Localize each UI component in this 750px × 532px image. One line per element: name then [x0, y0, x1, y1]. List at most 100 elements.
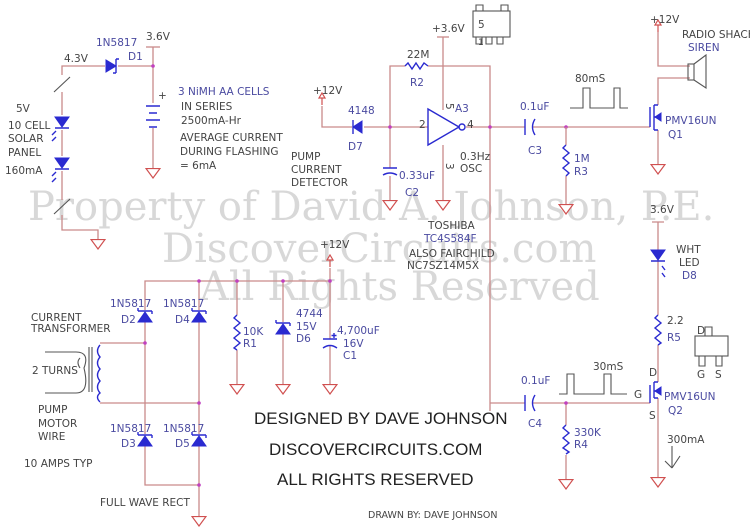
d3-ref: D3	[121, 438, 136, 450]
led-stage: D G S 3.6V WHT LED D8 2.2 R5 0.1uF C4 30…	[490, 204, 729, 490]
pin-label: D	[649, 367, 657, 379]
junction	[388, 125, 392, 129]
junction	[281, 279, 285, 283]
panel-text: 160mA	[5, 165, 43, 177]
detector-text: DETECTOR	[291, 177, 348, 189]
ground-icon	[276, 385, 290, 395]
r4-value: 330K	[574, 427, 602, 439]
rail-3-6v: 3.6V	[146, 31, 171, 43]
diode-d7	[352, 120, 363, 134]
ground-icon	[91, 240, 105, 250]
capacitor-c1	[322, 333, 338, 349]
c1-ref: C1	[343, 350, 357, 362]
mosfet-q2	[649, 381, 662, 403]
r5-ref: R5	[667, 332, 681, 344]
power-supply: +12V 1N5817 D2 1N5817 D4 1N5817 D3 1N581…	[24, 239, 380, 526]
rights-reserved: ALL RIGHTS RESERVED	[277, 470, 474, 489]
battery-text: 2500mA-Hr	[181, 115, 242, 127]
d1-part: 1N5817	[96, 37, 137, 49]
amps-label: 10 AMPS TYP	[24, 458, 92, 470]
led-d8	[650, 249, 666, 278]
battery-text: IN SERIES	[181, 101, 233, 113]
oscillator: 5 1 +12V 4148 D7 PUMP CURRENT DETECTOR 2…	[291, 4, 650, 411]
pulse-waveform-30ms	[559, 373, 627, 395]
battery-text: DURING FLASHING	[180, 146, 278, 158]
d1-ref: D1	[128, 51, 143, 63]
ground-icon	[559, 480, 573, 490]
pin-label: 4	[467, 119, 474, 131]
diode-d1	[105, 58, 119, 74]
current-transformer	[45, 344, 101, 403]
watermark-line-3: All Rights Reserved	[199, 264, 600, 310]
solar-cell	[51, 157, 70, 183]
package-sot23-5: 5 1	[472, 4, 511, 48]
pulse-label: 80mS	[575, 73, 606, 85]
turns-label: 2 TURNS	[32, 365, 78, 377]
drawn-by: DRAWN BY: DAVE JOHNSON	[368, 510, 498, 521]
junction	[235, 279, 239, 283]
current-arrow-icon	[664, 446, 681, 469]
d3-part: 1N5817	[110, 423, 151, 435]
watermark-line-2: DiscoverCircuits.com	[162, 226, 596, 272]
chip-text: TC4S584F	[423, 233, 477, 245]
credits: DESIGNED BY DAVE JOHNSON DISCOVERCIRCUIT…	[254, 409, 507, 521]
pulse-waveform-80ms	[570, 87, 628, 109]
led-text: D8	[682, 270, 697, 282]
r3-ref: R3	[574, 166, 588, 178]
pin-label: 5	[478, 19, 485, 31]
siren-text: SIREN	[688, 42, 720, 54]
battery-text: AVERAGE CURRENT	[180, 132, 283, 144]
q2-ref: Q2	[668, 405, 683, 417]
designed-by: DESIGNED BY DAVE JOHNSON	[254, 409, 507, 428]
chip-text: ALSO FAIRCHILD	[409, 248, 495, 260]
current-label: 300mA	[667, 434, 705, 446]
label-plus-12v: +12V	[320, 239, 350, 251]
panel-text: 10 CELL	[8, 120, 51, 132]
ground-icon	[230, 385, 244, 395]
pin-label: S	[649, 410, 656, 422]
d7-ref: D7	[348, 141, 363, 153]
pin-label: D	[697, 325, 705, 337]
pin-label: 2	[419, 119, 426, 131]
zener-d6	[275, 320, 291, 335]
pin-label: S	[715, 369, 722, 381]
d5-part: 1N5817	[163, 423, 204, 435]
diode-d5	[191, 432, 207, 447]
inverter-a3	[427, 107, 466, 147]
capacitor-c2	[382, 167, 398, 176]
c2-ref: C2	[405, 187, 419, 199]
c3-value: 0.1uF	[520, 101, 549, 113]
resistor-r5	[653, 314, 663, 346]
q2-part: PMV16UN	[664, 391, 715, 403]
d4-part: 1N5817	[163, 298, 204, 310]
chip-text: NC7SZ14M5X	[407, 260, 479, 272]
watermark-line-1: Property of David A. Johnson, P.E.	[28, 184, 714, 230]
label-plus-12v: +12V	[313, 85, 343, 97]
detector-text: CURRENT	[291, 164, 342, 176]
c1-voltage: 16V	[343, 338, 364, 350]
watermark: Property of David A. Johnson, P.E. Disco…	[28, 184, 714, 310]
junction	[197, 279, 201, 283]
ground-icon	[651, 478, 665, 488]
diode-d4	[191, 308, 207, 323]
freq-label: 0.3Hz	[460, 151, 491, 163]
junction	[488, 125, 492, 129]
d6-part: 4744	[296, 308, 323, 320]
r1-ref: R1	[243, 338, 257, 350]
c2-value: 0.33uF	[399, 170, 435, 182]
r3-value: 1M	[574, 153, 590, 165]
siren-stage: 0.1uF C3 80mS 1M R3 +12V RADIO SHACK SIR…	[520, 14, 750, 214]
capacitor-c3	[524, 118, 536, 136]
diode-d2	[137, 308, 153, 323]
label-3-6v: 3.6V	[650, 204, 675, 216]
junction	[197, 483, 201, 487]
junction	[151, 64, 155, 68]
q1-ref: Q1	[668, 129, 683, 141]
d5-ref: D5	[175, 438, 190, 450]
battery-text: 3 NiMH AA CELLS	[178, 86, 270, 98]
panel-text: PANEL	[8, 147, 41, 159]
package-sot23: D G S	[694, 325, 729, 381]
battery-icon	[146, 105, 160, 128]
d2-ref: D2	[121, 314, 136, 326]
siren-speaker-icon	[687, 53, 707, 90]
